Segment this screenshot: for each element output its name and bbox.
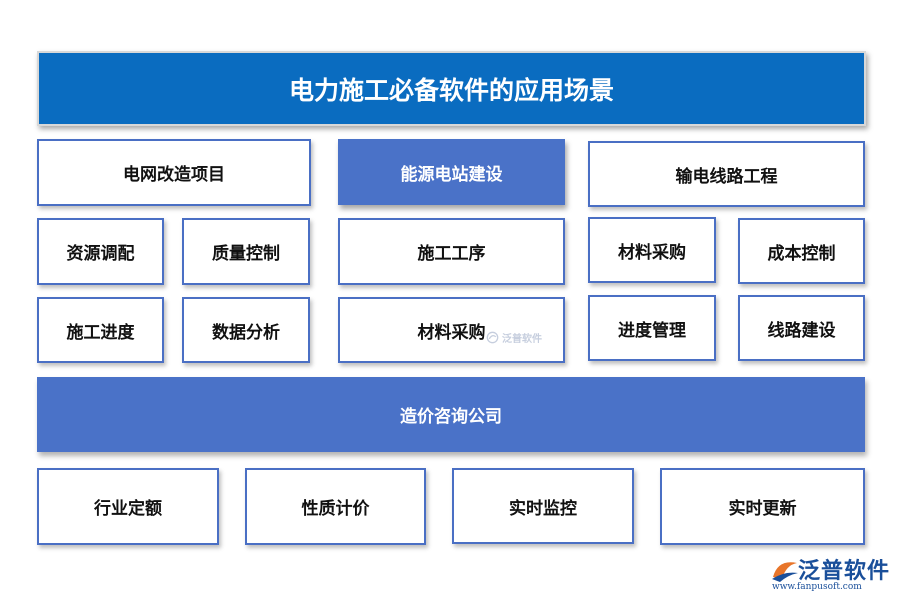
header-grid-renovation: 电网改造项目	[37, 139, 311, 206]
item-construction-process: 施工工序	[338, 218, 565, 285]
diagram-title: 电力施工必备软件的应用场景	[37, 51, 866, 126]
logo-url: www.fanpusoft.com	[772, 582, 862, 592]
watermark: 泛普软件	[486, 330, 542, 345]
item-realtime-update: 实时更新	[660, 468, 865, 545]
header-transmission-line: 输电线路工程	[588, 141, 865, 207]
brand-logo: 泛普软件 www.fanpusoft.com	[770, 553, 894, 595]
item-material-purchase-right: 材料采购	[588, 217, 716, 283]
cost-consulting-bar: 造价咨询公司	[37, 377, 865, 452]
item-data-analysis: 数据分析	[182, 297, 310, 363]
watermark-text: 泛普软件	[502, 334, 542, 345]
logo-mark-icon	[486, 331, 499, 344]
item-material-purchase-center: 材料采购	[338, 297, 565, 363]
header-energy-station: 能源电站建设	[338, 139, 565, 205]
item-cost-control: 成本控制	[738, 218, 865, 284]
item-nature-pricing: 性质计价	[245, 468, 426, 545]
item-resource-allocation: 资源调配	[37, 218, 164, 285]
item-construction-progress: 施工进度	[37, 297, 164, 363]
item-realtime-monitoring: 实时监控	[452, 468, 634, 544]
fanpu-logo-icon	[772, 562, 798, 582]
item-progress-management: 进度管理	[588, 295, 716, 361]
item-industry-quota: 行业定额	[37, 468, 219, 545]
logo-name: 泛普软件	[798, 559, 891, 584]
item-line-construction: 线路建设	[738, 295, 865, 361]
item-quality-control: 质量控制	[182, 218, 310, 285]
